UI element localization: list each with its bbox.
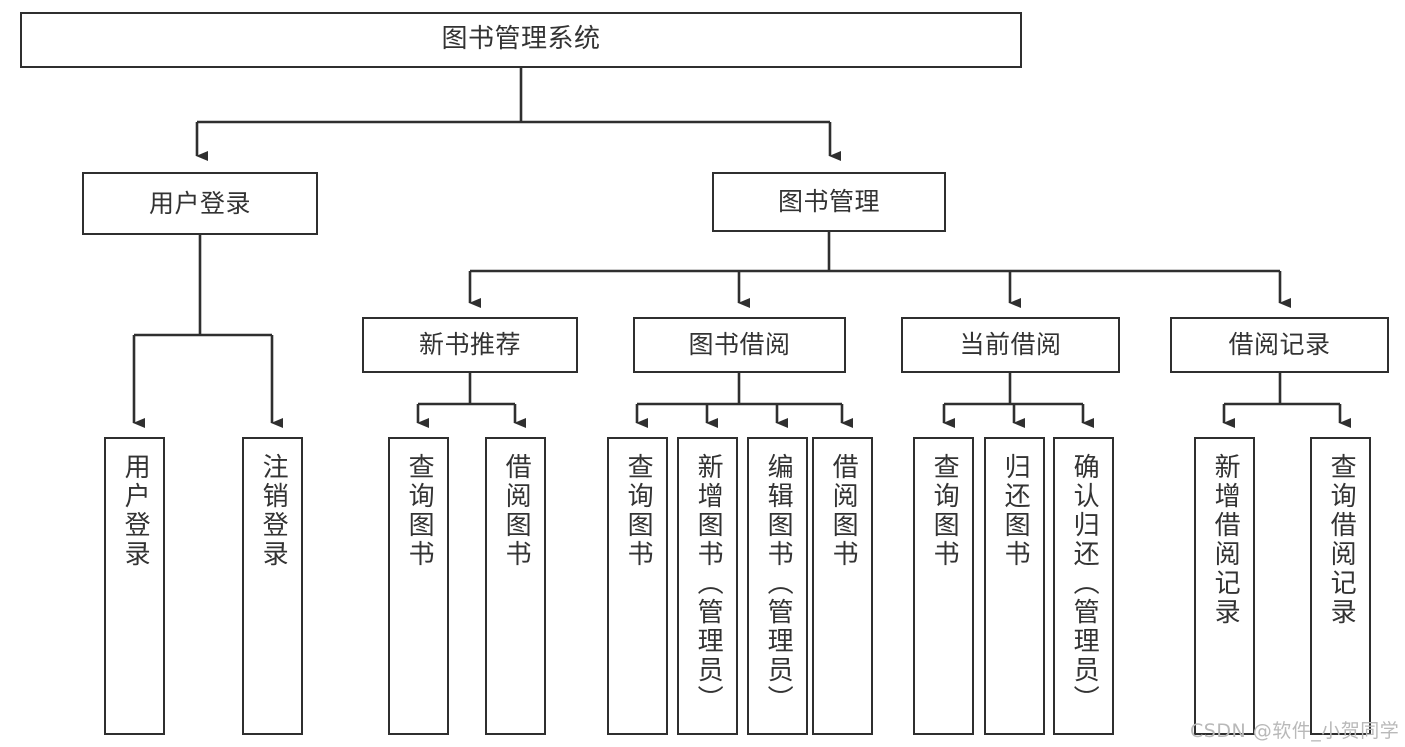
node-label: 图书管理 xyxy=(777,187,880,216)
node-label: 新书推荐 xyxy=(418,330,521,359)
node-borrow-record[interactable]: 借阅记录 xyxy=(1170,317,1389,373)
node-label: 查询图书 xyxy=(929,453,960,569)
leaf-book-borrow-add-admin[interactable]: 新增图书（管理员） xyxy=(677,437,738,735)
node-label: 图书管理系统 xyxy=(441,24,601,55)
node-book-management[interactable]: 图书管理 xyxy=(712,172,946,232)
node-label: 当前借阅 xyxy=(959,330,1062,359)
node-label: 查询图书 xyxy=(623,453,654,569)
leaf-current-borrow-query[interactable]: 查询图书 xyxy=(913,437,974,735)
leaf-borrow-record-query[interactable]: 查询借阅记录 xyxy=(1310,437,1371,735)
node-label: 新增图书（管理员） xyxy=(693,453,724,714)
leaf-user-login-login[interactable]: 用户登录 xyxy=(104,437,165,735)
node-label: 借阅图书 xyxy=(828,453,859,569)
node-label: 新增借阅记录 xyxy=(1210,453,1241,627)
node-label: 查询借阅记录 xyxy=(1326,453,1357,627)
node-label: 用户登录 xyxy=(120,453,151,569)
node-label: 查询图书 xyxy=(404,453,435,569)
leaf-new-book-borrow[interactable]: 借阅图书 xyxy=(485,437,546,735)
node-label: 归还图书 xyxy=(1000,453,1031,569)
node-label: 借阅记录 xyxy=(1228,330,1331,359)
csdn-watermark: CSDN @软件_小贺同学 xyxy=(1190,720,1400,742)
leaf-user-login-logout[interactable]: 注销登录 xyxy=(242,437,303,735)
node-root-system[interactable]: 图书管理系统 xyxy=(20,12,1022,68)
node-new-book-recommend[interactable]: 新书推荐 xyxy=(362,317,578,373)
node-label: 注销登录 xyxy=(258,453,289,569)
node-current-borrow[interactable]: 当前借阅 xyxy=(901,317,1120,373)
node-label: 用户登录 xyxy=(148,188,251,218)
node-label: 确认归还（管理员） xyxy=(1069,453,1100,714)
node-label: 借阅图书 xyxy=(501,453,532,569)
leaf-book-borrow-borrow[interactable]: 借阅图书 xyxy=(812,437,873,735)
leaf-new-book-query[interactable]: 查询图书 xyxy=(388,437,449,735)
node-label: 编辑图书（管理员） xyxy=(763,453,794,714)
node-book-borrow[interactable]: 图书借阅 xyxy=(633,317,846,373)
leaf-current-borrow-confirm-admin[interactable]: 确认归还（管理员） xyxy=(1053,437,1114,735)
leaf-current-borrow-return[interactable]: 归还图书 xyxy=(984,437,1045,735)
node-label: 图书借阅 xyxy=(688,330,791,359)
leaf-borrow-record-add[interactable]: 新增借阅记录 xyxy=(1194,437,1255,735)
node-user-login[interactable]: 用户登录 xyxy=(82,172,318,235)
leaf-book-borrow-edit-admin[interactable]: 编辑图书（管理员） xyxy=(747,437,808,735)
leaf-book-borrow-query[interactable]: 查询图书 xyxy=(607,437,668,735)
